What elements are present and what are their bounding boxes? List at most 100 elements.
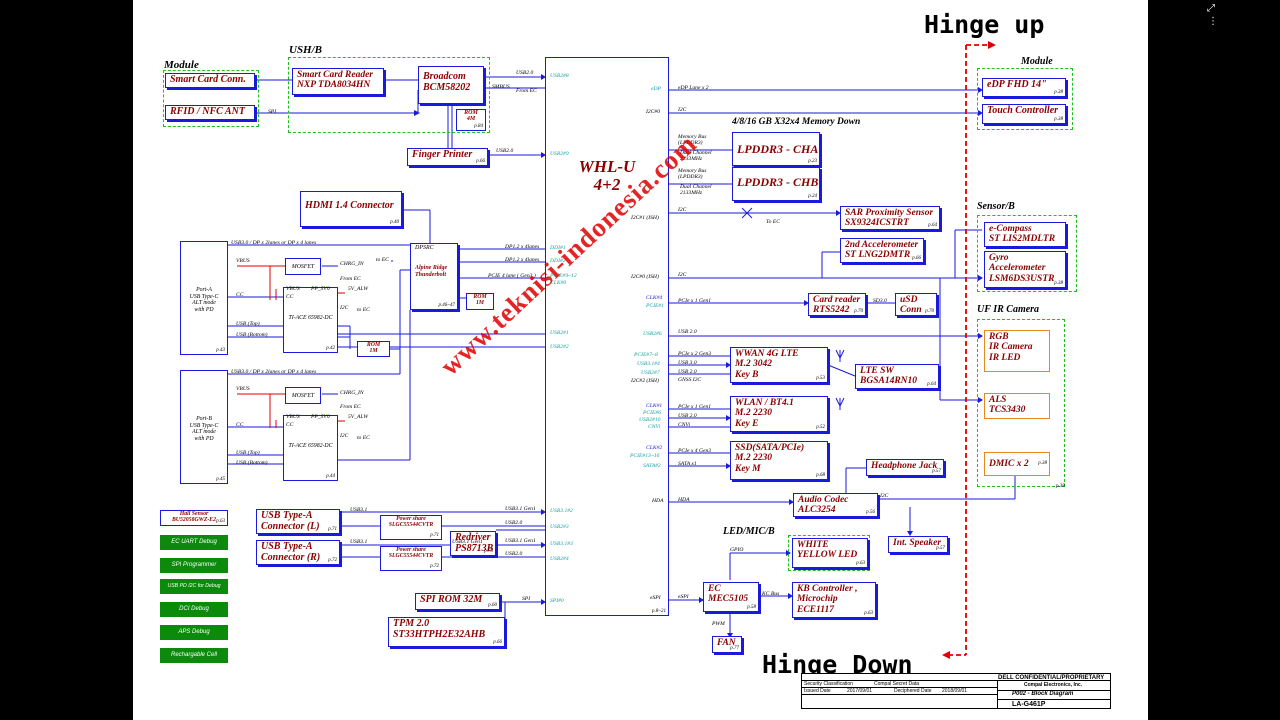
kb-label: KB Controller , [797, 584, 858, 594]
debug-aps[interactable]: APS Debug [160, 625, 228, 640]
gyro-type: Accelerometer [989, 263, 1046, 274]
cpu-pin: USB2#6 [643, 331, 662, 337]
tiace-a[interactable]: TI-ACE 65982-DC p.42 [283, 287, 338, 353]
bus-label: to EC [376, 257, 389, 263]
cpu-pin: I2C#0 [646, 109, 660, 115]
debug-spi-programmer[interactable]: SPI Programmer [160, 558, 228, 573]
port-b-usb-c[interactable]: Port-B USB Type-C ALT mode with PD p.45 [180, 370, 228, 484]
bus-label: PP_5V0 [311, 414, 330, 420]
debug-ec-uart[interactable]: EC UART Debug [160, 535, 228, 550]
headphone-page: p.57 [932, 468, 941, 474]
rechargable-cell[interactable]: Rechargable Cell [160, 648, 228, 663]
bus-label: PCIe x 1 Gen1 [678, 298, 712, 304]
bus-label: VBUS [286, 286, 300, 292]
title-deciphered-date: 2018/09/01 [942, 688, 968, 694]
bus-label: From EC [340, 276, 361, 282]
bus-label: USB 2.0 [678, 369, 697, 375]
rom-1m-alpine-label: ROM [473, 294, 487, 300]
smart-card-reader-label: Smart Card Reader [297, 70, 374, 80]
fan-page: p.77 [730, 645, 739, 651]
alpine-ridge-thunderbolt[interactable]: DPSRC Alpine Ridge Thunderbolt p.46~47 [410, 243, 458, 310]
bus-label: USB3.1 Gen1 [505, 506, 536, 512]
tiace-b[interactable]: TI-ACE 65982-DC p.44 [283, 415, 338, 481]
redriver-page: p.73 [484, 548, 493, 554]
more-icon[interactable]: ⋮ [1208, 16, 1218, 27]
cpu-page-ref: p.8~21 [652, 609, 666, 614]
bus-label: CNVi [678, 422, 691, 428]
cpu-pin: PCIE#9~12 [550, 273, 577, 279]
tpm-page: p.66 [493, 639, 502, 645]
hall-part: BU52058GWZ-E2 [171, 517, 217, 524]
kb-part: ECE1117 [797, 604, 834, 615]
bus-label: CC [286, 294, 294, 300]
port-b-pd: with PD [194, 435, 214, 442]
cpu-pin: CLK#1 [646, 403, 663, 409]
port-b-mode: ALT mode [192, 429, 216, 436]
debug-usb-pd-i2c[interactable]: USB PD I2C for Debug [160, 579, 228, 594]
bus-label: From EC [340, 404, 361, 410]
rfid-nfc-antenna[interactable]: RFID / NFC ANT [165, 105, 255, 120]
wlan-size: M.2 2230 [735, 408, 772, 419]
section-module-left: Module [164, 59, 199, 71]
port-b-page: p.45 [216, 477, 225, 482]
lpddr3-cha-label: LPDDR3 - CHA [737, 142, 819, 156]
port-a-usb-c[interactable]: Port-A USB Type-C ALT mode with PD p.43 [180, 241, 228, 355]
cpu-pin: USB2#1 [550, 330, 569, 336]
cpu-pin: USB3.1#4 [637, 361, 660, 367]
mosfet-b[interactable]: MOSFET [285, 387, 321, 404]
cpu-pin: USB3.1#3 [550, 541, 573, 547]
debug-dci[interactable]: DCI Debug [160, 602, 228, 617]
bus-label: I2C [880, 493, 889, 499]
edp-label: eDP FHD 14" [987, 79, 1047, 90]
expand-icon[interactable]: ⤢ [1207, 3, 1215, 14]
rom-4m-label: ROM [464, 110, 478, 116]
mosfet-a[interactable]: MOSFET [285, 258, 321, 275]
bus-label: SPI [522, 596, 531, 602]
smart-card-connector[interactable]: Smart Card Conn. [165, 73, 255, 88]
lpddr3-chb-page: p.24 [808, 193, 817, 199]
edp-panel[interactable]: eDP FHD 14"p.38 [982, 78, 1066, 97]
bus-label: SPI [268, 109, 277, 115]
rom-1m-port-size: 1M [369, 348, 378, 354]
touch-page: p.38 [1054, 116, 1063, 122]
bus-label: USB (Top) [236, 450, 260, 456]
